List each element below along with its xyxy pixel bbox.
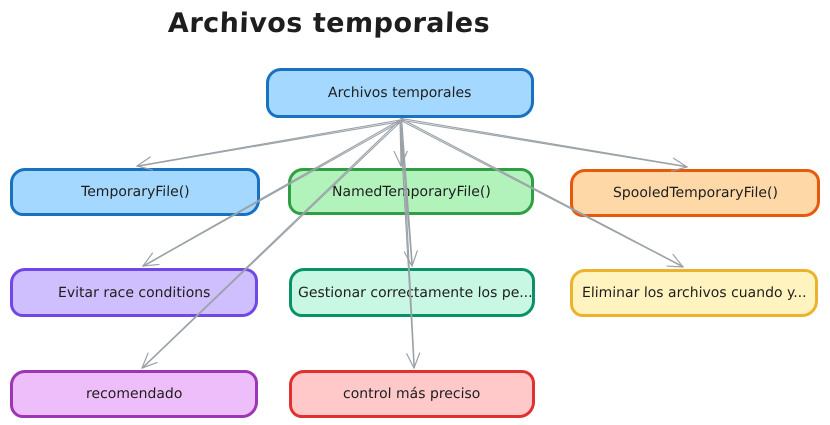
diagram-title: Archivos temporales	[167, 8, 491, 39]
node-label: Archivos temporales	[328, 85, 472, 101]
node-spooled-temporary-file[interactable]: SpooledTemporaryFile()	[570, 169, 820, 217]
node-recomendado[interactable]: recomendado	[10, 370, 258, 418]
edge-root-spooled-temporary-file	[399, 117, 688, 172]
node-label: Evitar race conditions	[57, 284, 211, 301]
node-label: SpooledTemporaryFile()	[612, 185, 778, 201]
node-eliminar[interactable]: Eliminar los archivos cuando y...	[570, 269, 818, 317]
node-evitar-race[interactable]: Evitar race conditions	[10, 268, 258, 317]
node-label: recomendado	[85, 386, 183, 402]
node-label: control más preciso	[343, 386, 481, 402]
node-label: TemporaryFile()	[80, 184, 190, 200]
edge-root-recomendado	[141, 119, 402, 369]
node-named-temporary-file[interactable]: NamedTemporaryFile()	[288, 168, 534, 215]
edge-root-named-temporary-file	[393, 119, 408, 167]
node-label: Gestionar correctamente los pe...	[297, 284, 533, 301]
node-control-preciso[interactable]: control más preciso	[289, 370, 535, 418]
node-label: Eliminar los archivos cuando y...	[581, 285, 807, 301]
edge-root-temporary-file	[136, 119, 401, 171]
node-root[interactable]: Archivos temporales	[266, 68, 534, 118]
edge-root-control-preciso	[399, 119, 421, 369]
node-gestionar[interactable]: Gestionar correctamente los pe...	[289, 268, 535, 317]
node-temporary-file[interactable]: TemporaryFile()	[10, 168, 260, 216]
node-label: NamedTemporaryFile()	[331, 183, 491, 200]
